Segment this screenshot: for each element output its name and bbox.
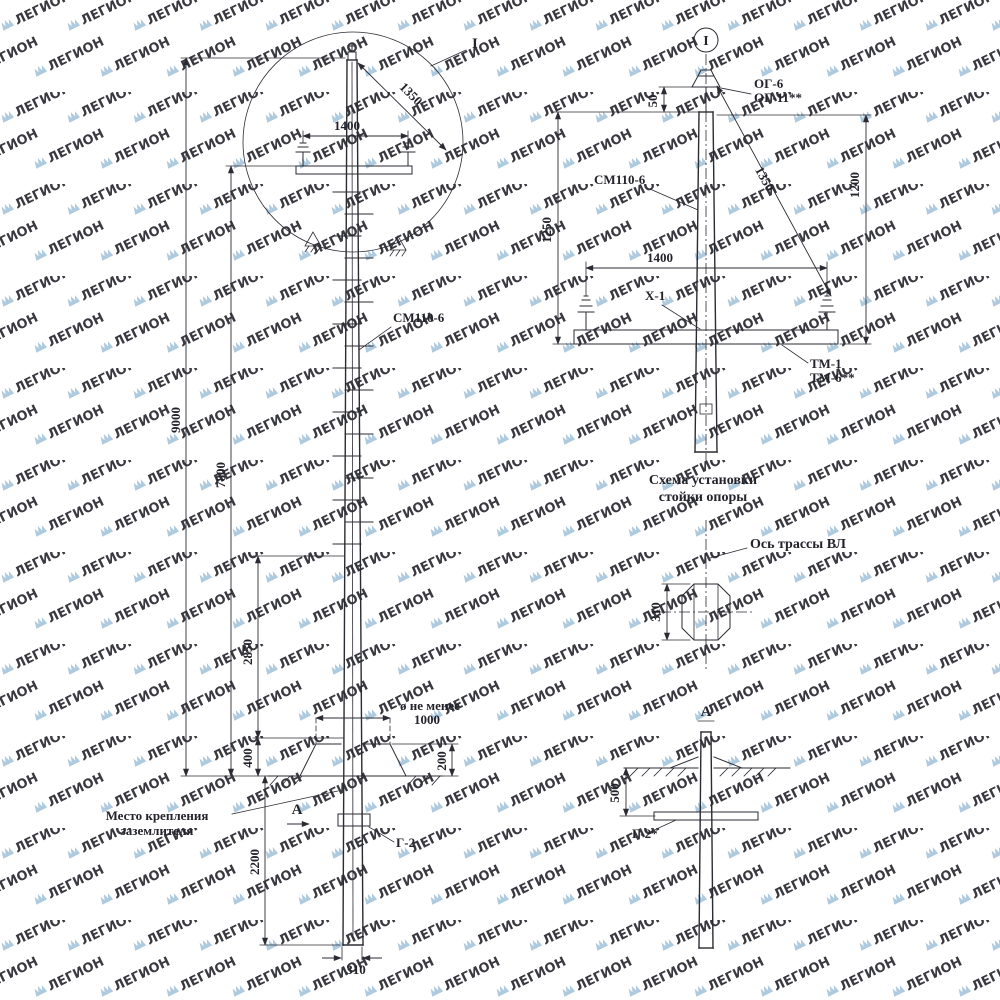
dim-1250: 1250	[539, 111, 575, 345]
view-a-pole	[698, 731, 714, 949]
grounding-note-line1: Место крепления	[106, 808, 209, 823]
scheme-dim-310: 310	[648, 583, 691, 641]
pit-diameter-lines	[315, 717, 391, 745]
hook-label: Х-1	[645, 288, 665, 303]
dim-500: 500	[607, 767, 656, 817]
dim-label-2850: 2850	[240, 639, 255, 665]
anchor-bar	[653, 811, 759, 821]
clamp-g2	[337, 813, 371, 827]
route-axis-label: Ось трассы ВЛ	[750, 537, 847, 552]
detail-callout-circle	[242, 31, 464, 253]
dim-label-1200: 1200	[847, 172, 862, 198]
pit-note-line1: ø не менее	[400, 698, 460, 713]
crossarm	[295, 165, 413, 175]
dim-label-7800: 7800	[213, 462, 228, 488]
crossarm-marks-leader	[781, 344, 809, 364]
dim-400: 400	[240, 737, 262, 777]
dim-label-500: 500	[607, 783, 622, 803]
dim-label-2200: 2200	[247, 849, 262, 875]
pole-mark-leader	[358, 326, 392, 351]
dim-label-1400: 1400	[334, 118, 360, 133]
view-a-title: А	[701, 704, 712, 720]
support-symbols	[304, 231, 407, 257]
detail-pole-mark: СМ110-6	[594, 172, 646, 187]
grounding-leader	[231, 790, 339, 815]
detail-callout-label: I	[472, 36, 478, 52]
scheme-dim-label-310: 310	[648, 602, 663, 622]
dim-pit-1000: ø не менее 1000	[315, 698, 460, 727]
detail-i-view: I ОГ-6 ОГ-11** 50 СМ110-6	[539, 27, 872, 460]
dim-200: 200	[391, 743, 459, 777]
dim-label-400: 400	[240, 748, 255, 768]
detail-insulator-right	[818, 295, 836, 331]
anchor-bar-label: Г-2*	[632, 826, 658, 841]
detail-pole-body	[694, 111, 718, 453]
grounding-note: Место крепления заземлителя	[106, 790, 339, 838]
view-a-ground-hatch	[629, 767, 777, 777]
extension-lines-left	[180, 57, 346, 946]
installation-scheme: Схема установки стойки опоры Ось трассы …	[648, 473, 847, 672]
crossarm-marks: ТМ-1 ТМ-6**	[781, 344, 855, 385]
scheme-title-line1: Схема установки	[649, 473, 757, 488]
dim-label-9000: 9000	[168, 407, 183, 433]
pole-top-pin	[347, 43, 357, 61]
view-a-marker: А	[287, 802, 310, 828]
pole-center-rib	[351, 61, 354, 941]
dim-7800: 7800	[213, 165, 235, 777]
crossarm-mark1: ТМ-1	[810, 356, 842, 371]
dim-50: 50	[552, 86, 700, 113]
dim-label-200: 200	[434, 751, 449, 771]
clamp-g2-label: Г-2	[396, 835, 415, 850]
dim-2850: 2850	[240, 555, 262, 739]
insulator-mark2: ОГ-11**	[754, 90, 802, 105]
pole-elevation-view: I	[106, 31, 478, 977]
pole-mark-label: СМ110-6	[393, 310, 445, 325]
view-a: А 500 Г-2*	[607, 704, 791, 949]
anchor-bar-leader	[649, 819, 677, 833]
pit-note-line2: 1000	[414, 712, 440, 727]
detail-insulator-left	[577, 295, 595, 331]
foundation-mound	[267, 743, 443, 777]
dim-label-310: 310	[346, 962, 366, 977]
clamp-g2-leader	[368, 826, 395, 843]
insulator-mark1: ОГ-6	[754, 76, 784, 91]
scheme-title-line2: стойки опоры	[659, 490, 747, 505]
detail-dim-label-1400: 1400	[647, 250, 673, 265]
crossarm-mark2: ТМ-6**	[810, 370, 855, 385]
detail-title-letter: I	[703, 34, 708, 49]
dim-9000: 9000	[168, 57, 190, 777]
step-bolts	[332, 191, 374, 545]
view-a-letter: А	[292, 802, 303, 818]
dim-label-50: 50	[645, 95, 660, 108]
dim-label-1250: 1250	[539, 217, 554, 243]
dim-1200: 1200	[716, 114, 872, 345]
dim-310-bottom: 310	[322, 946, 382, 977]
route-axis-leader	[709, 547, 748, 559]
pole-fixture	[699, 403, 713, 415]
top-insulator	[691, 69, 721, 113]
dim-2200: 2200	[247, 775, 269, 946]
ground-hatch	[269, 775, 441, 786]
detail-crossarm	[573, 329, 839, 345]
hook-leader	[661, 304, 701, 330]
detail-title-circle	[693, 27, 719, 53]
grounding-note-line2: заземлителя	[121, 823, 194, 838]
detail-pole-mark-leader	[649, 188, 699, 211]
